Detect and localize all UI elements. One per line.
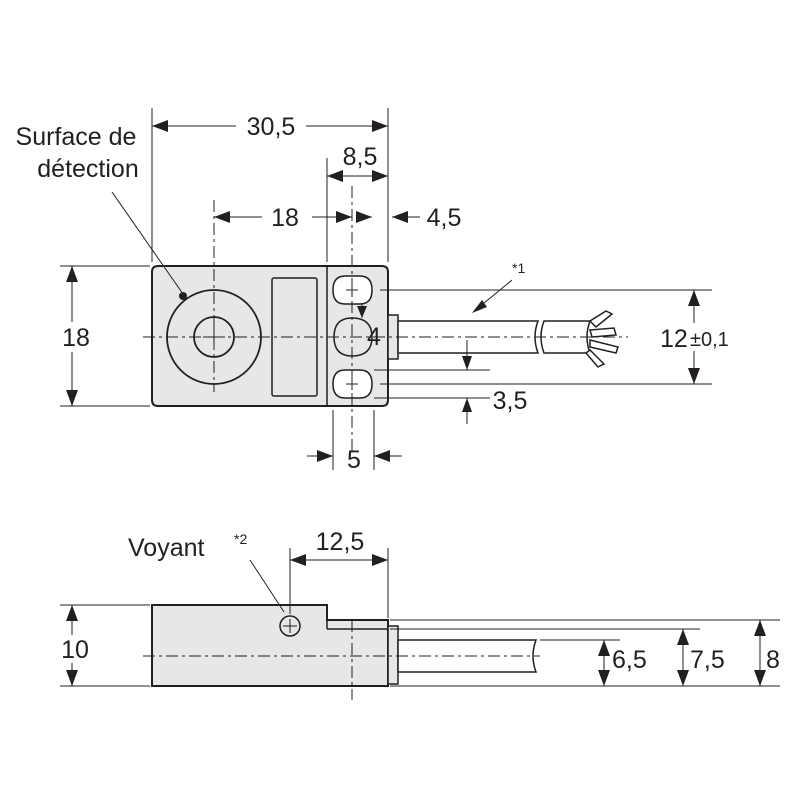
indicator-window (271, 277, 318, 397)
surface-label-line2: détection (37, 155, 138, 183)
sensor-body-top (151, 265, 389, 407)
dim-mount-width: 8,5 (343, 143, 378, 171)
cable-gland-side (387, 625, 399, 685)
top-view: 30,5 8,5 18 4,5 18 4 12 ±0,1 (16, 108, 745, 474)
dim-indicator-offset: 12,5 (316, 528, 365, 556)
sensing-surface-dot (179, 292, 187, 300)
indicator-label: Voyant (128, 534, 205, 562)
dim-cable-offset: 3,5 (493, 387, 528, 415)
dim-thickness: 10 (61, 636, 89, 664)
dim-hole-width: 5 (347, 446, 361, 474)
note-1-marker: *1 (512, 260, 525, 276)
dim-hole-pitch-tolerance: ±0,1 (690, 329, 729, 351)
dim-hole-offset: 4,5 (427, 204, 462, 232)
dim-hole-gap: 4 (367, 323, 381, 351)
cable-wires (584, 310, 619, 368)
dim-height: 18 (62, 324, 90, 352)
dim-total-width: 30,5 (247, 113, 296, 141)
side-view: 12,5 10 6,5 7,5 8 Voyant *2 (55, 528, 780, 700)
dim-cable-center: 6,5 (612, 646, 647, 674)
dim-step-height: 7,5 (690, 646, 725, 674)
surface-label-line1: Surface de (16, 123, 137, 151)
sensor-body-side (151, 604, 389, 687)
dim-center-to-hole: 18 (271, 204, 299, 232)
note-2-marker: *2 (234, 531, 247, 547)
dim-flange-height: 8 (766, 646, 780, 674)
dim-hole-pitch: 12 (660, 325, 688, 353)
